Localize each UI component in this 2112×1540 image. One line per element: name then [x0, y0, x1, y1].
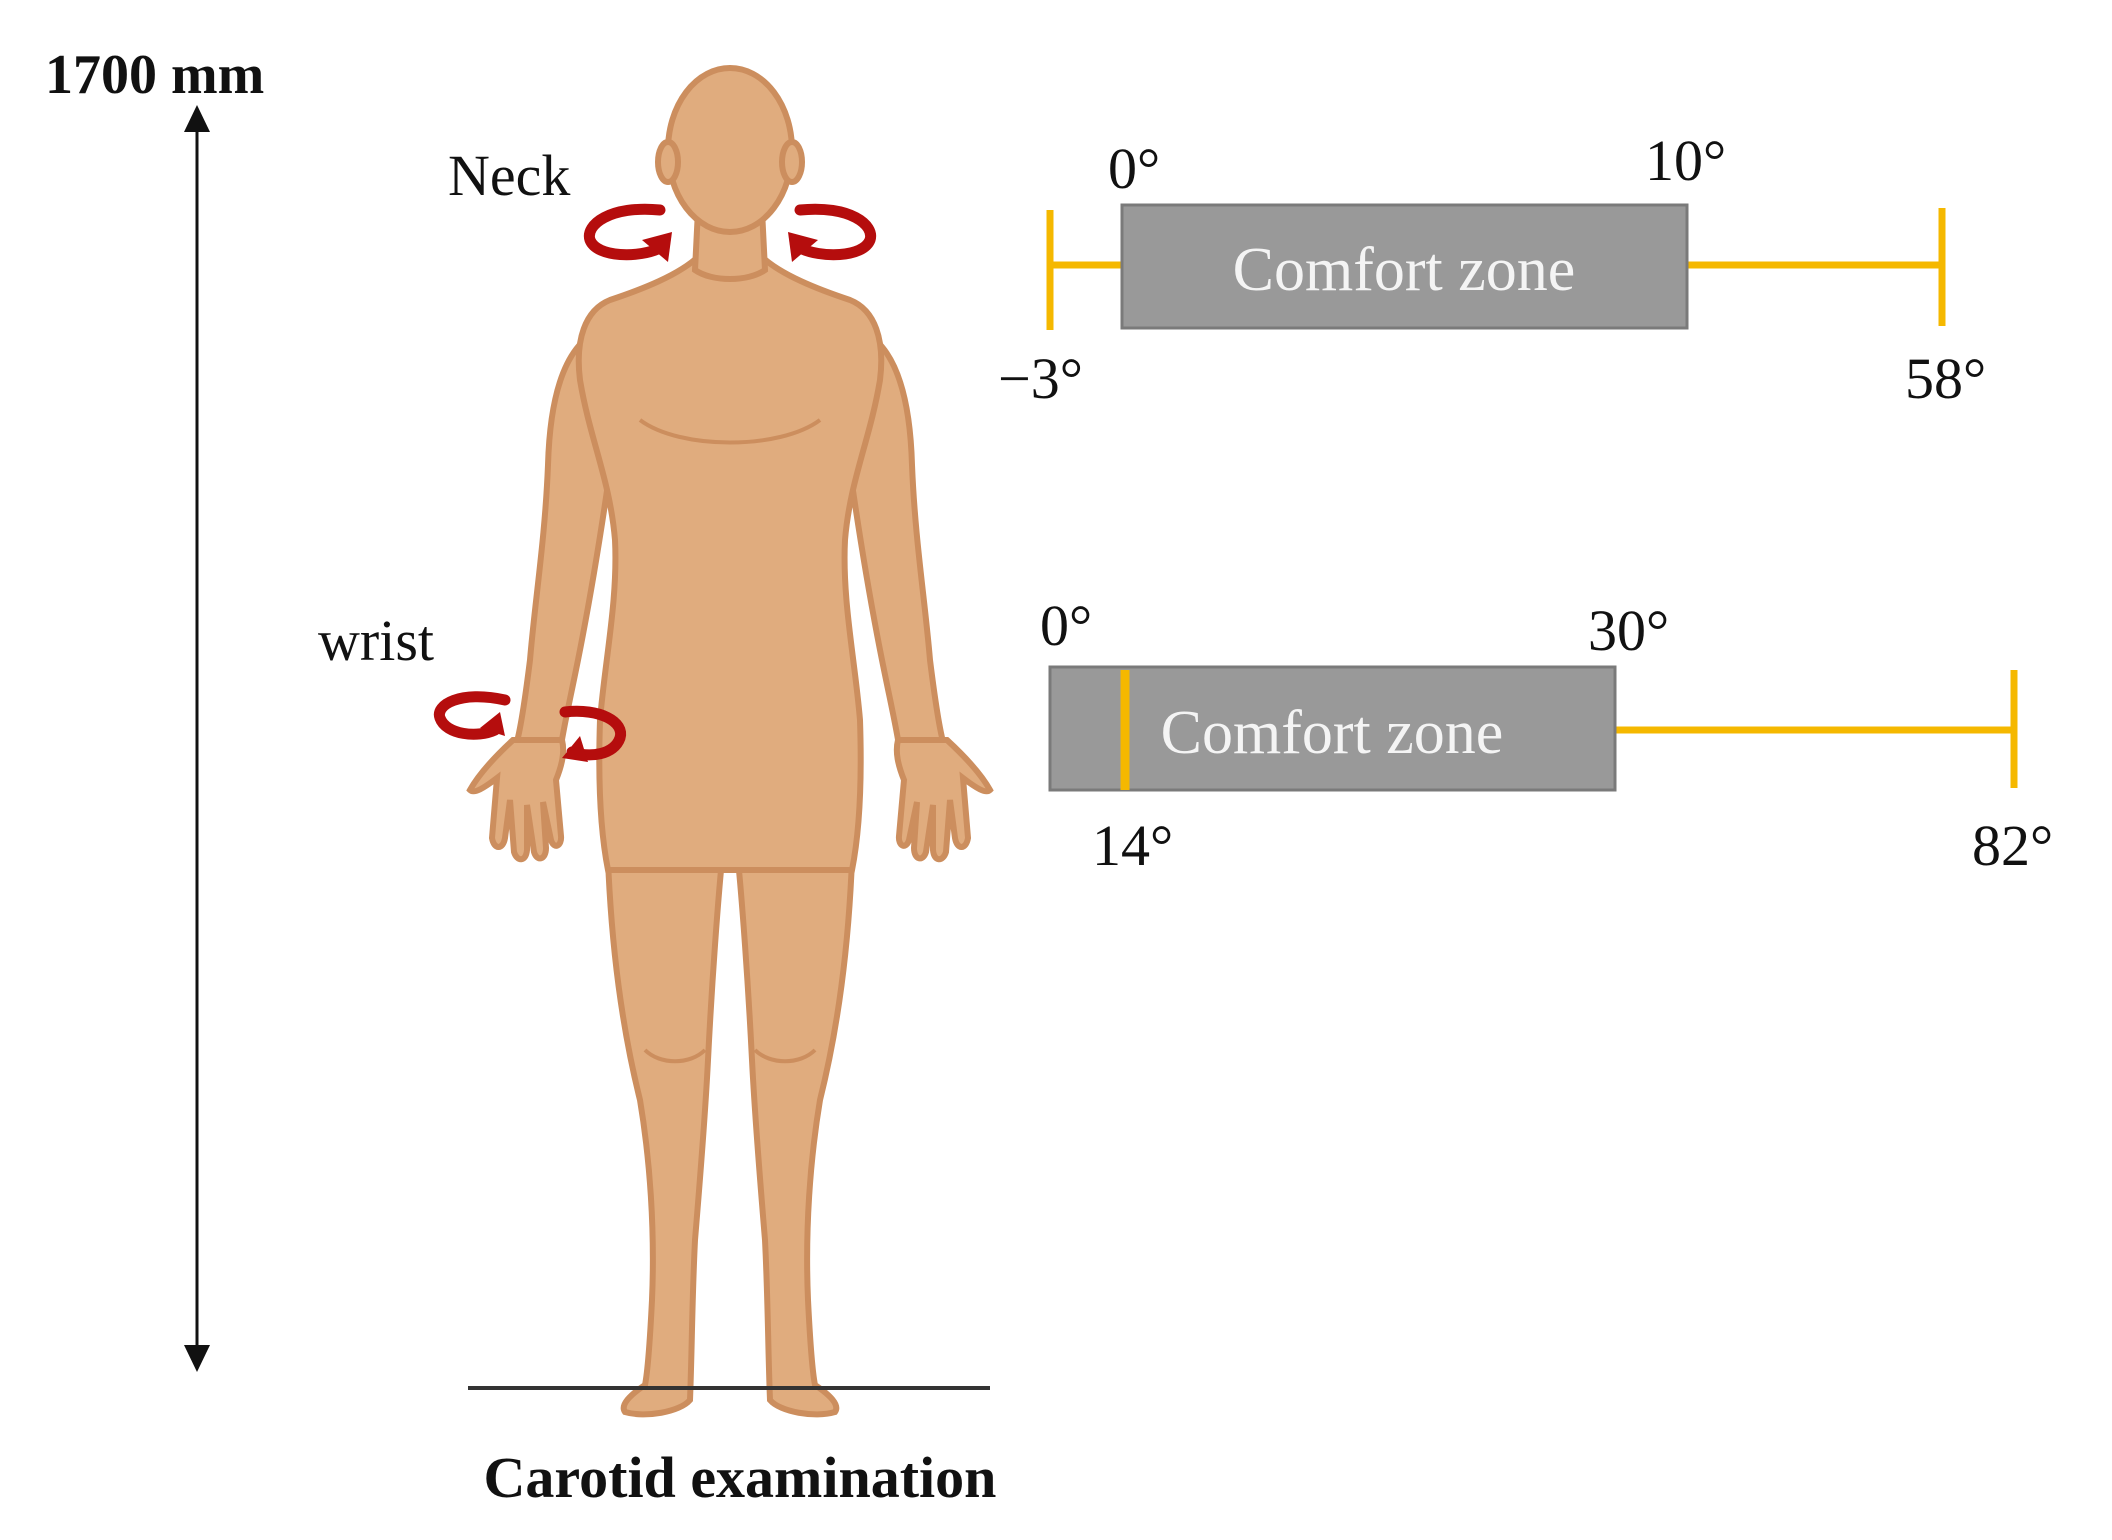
height-label: 1700 mm	[45, 44, 264, 106]
neck-left-rotation-arrow-icon	[583, 203, 672, 262]
neck-comfort-zone-label: Comfort zone	[1233, 236, 1576, 304]
wrist-comfort-end-label: 30°	[1588, 598, 1669, 663]
wrist-left-rotation-arrow-icon	[433, 691, 511, 740]
wrist-label: wrist	[318, 608, 434, 673]
left-knee	[643, 1048, 707, 1064]
left-arm	[510, 325, 614, 756]
left-hand	[466, 737, 567, 863]
left-ear	[655, 139, 681, 185]
height-arrow-down-icon	[184, 1345, 210, 1372]
neck-comfort-zone	[1120, 203, 1689, 330]
human-figure	[466, 65, 994, 1418]
neck-comfort-end-label: 10°	[1645, 128, 1726, 193]
torso	[575, 252, 885, 873]
neck-range-max-label: 58°	[1905, 346, 1986, 411]
right-leg	[734, 857, 856, 1418]
neck-label: Neck	[448, 143, 570, 208]
head	[665, 65, 795, 235]
neck-rotation-arrows	[583, 203, 877, 262]
height-scale: 1700 mm	[45, 44, 264, 1372]
neck-range-diagram: Comfort zone 0° 10° −3° 58°	[998, 128, 1986, 411]
neck-right-rotation-arrow-icon	[788, 203, 877, 262]
right-ear	[779, 139, 805, 185]
caption: Carotid examination	[484, 1445, 997, 1510]
wrist-range-max-label: 82°	[1972, 813, 2053, 878]
wrist-right-rotation-arrow-icon	[559, 705, 627, 762]
wrist-comfort-zone	[1048, 665, 1617, 792]
wrist-rotation-arrows	[433, 691, 627, 762]
height-arrow-up-icon	[184, 105, 210, 132]
neck-range-min-label: −3°	[998, 346, 1083, 411]
wrist-range-diagram: Comfort zone 0° 30° 14° 82°	[1040, 593, 2053, 878]
wrist-comfort-zone-label: Comfort zone	[1161, 699, 1504, 767]
right-knee	[753, 1048, 817, 1064]
right-arm	[846, 325, 950, 756]
chest-line	[638, 418, 822, 445]
wrist-comfort-start-label: 0°	[1040, 593, 1092, 658]
wrist-range-min-label: 14°	[1092, 813, 1173, 878]
left-leg	[604, 857, 726, 1418]
neck-comfort-start-label: 0°	[1108, 136, 1160, 201]
right-hand	[893, 737, 994, 863]
